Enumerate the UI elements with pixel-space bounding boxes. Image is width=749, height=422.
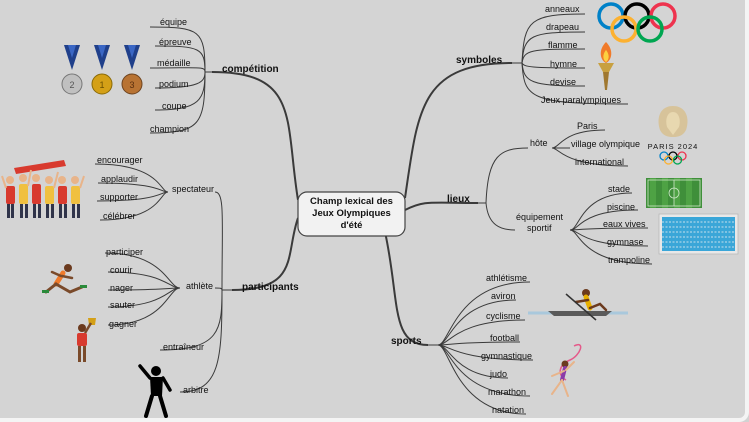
medals-icon: 2 1 3 xyxy=(61,45,143,95)
sports-item-marathon: marathon xyxy=(488,387,526,397)
svg-text:3: 3 xyxy=(129,80,134,90)
competition-item-medaille: médaille xyxy=(157,58,191,68)
competition-item-coupe: coupe xyxy=(162,101,187,111)
sports-item-cyclisme: cyclisme xyxy=(486,311,521,321)
swimming-pool-icon xyxy=(658,213,739,255)
participants-group: participants spectateur encourager appla… xyxy=(94,155,299,395)
sports-item-football: football xyxy=(490,333,519,343)
equipement-item-gymnase: gymnase xyxy=(607,237,644,247)
competition-item-champion: champion xyxy=(150,124,189,134)
runner-icon xyxy=(42,264,87,294)
symboles-item-devise: devise xyxy=(550,77,576,87)
hote-item-paris: Paris xyxy=(577,121,598,131)
paris-2024-text: PARIS 2024 xyxy=(648,142,699,151)
referee-icon xyxy=(138,364,172,418)
stadium-field-icon xyxy=(646,178,702,208)
svg-text:2: 2 xyxy=(69,80,74,90)
athlete-item-nager: nager xyxy=(110,283,133,293)
sports-item-athletisme: athlétisme xyxy=(486,273,527,283)
spectateur-item-encourager: encourager xyxy=(97,155,143,165)
symboles-item-drapeau: drapeau xyxy=(546,22,579,32)
central-topic: Champ lexical des Jeux Olympiques d'été xyxy=(297,191,406,237)
equipement-item-eaux-vives: eaux vives xyxy=(603,219,646,229)
symboles-item-anneaux: anneaux xyxy=(545,4,580,14)
competition-title: compétition xyxy=(222,64,279,75)
central-topic-line-1: Champ lexical des xyxy=(310,196,393,207)
symboles-title: symboles xyxy=(456,55,503,66)
athlete-item-participer: participer xyxy=(106,247,143,257)
equipement-item-piscine: piscine xyxy=(607,202,635,212)
lieux-title: lieux xyxy=(447,194,470,205)
rower-icon xyxy=(528,289,628,321)
spectateur-title: spectateur xyxy=(172,184,214,194)
symboles-item-jeux-paralympiques: Jeux paralympiques xyxy=(541,95,622,105)
winner-with-cup-icon xyxy=(77,318,96,362)
paris-2024-logo: PARIS 2024 xyxy=(648,106,699,165)
sports-item-aviron: aviron xyxy=(491,291,516,301)
sports-group: sports athlétisme aviron cyclisme footba… xyxy=(391,273,534,415)
athlete-item-gagner: gagner xyxy=(109,319,137,329)
spectateur-item-applaudir: applaudir xyxy=(101,174,138,184)
central-topic-line-2: Jeux Olympiques xyxy=(312,208,391,219)
central-topic-line-3: d'été xyxy=(341,220,363,231)
equipement-item-trampoline: trampoline xyxy=(608,255,650,265)
olympic-rings-icon xyxy=(597,2,677,43)
sports-item-judo: judo xyxy=(489,369,507,379)
arbitre-label: arbitre xyxy=(183,385,209,395)
sports-item-natation: natation xyxy=(492,405,524,415)
torch-icon xyxy=(598,42,614,90)
competition-item-equipe: équipe xyxy=(160,17,187,27)
branch-sports xyxy=(384,231,429,346)
sports-title: sports xyxy=(391,336,422,347)
lieux-group: lieux hôte Paris village olympique inter… xyxy=(447,121,653,265)
entraineur-label: entraîneur xyxy=(163,342,204,352)
equipement-item-stade: stade xyxy=(608,184,630,194)
equipement-title-line-1: équipement xyxy=(516,212,564,222)
spectateur-item-supporter: supporter xyxy=(100,192,138,202)
hote-item-village-olympique: village olympique xyxy=(571,139,640,149)
svg-text:1: 1 xyxy=(99,80,104,90)
branch-participants xyxy=(231,217,299,291)
competition-group: compétition équipe épreuve médaille podi… xyxy=(149,17,279,134)
hote-item-international: international xyxy=(575,157,624,167)
equipement-title-line-2: sportif xyxy=(527,223,552,233)
spectateur-item-celebrer: célébrer xyxy=(103,211,136,221)
branch-competition xyxy=(211,71,299,201)
sports-item-gymnastique: gymnastique xyxy=(481,351,532,361)
symboles-item-flamme: flamme xyxy=(548,40,578,50)
crowd-icon xyxy=(1,160,85,218)
branch-lieux xyxy=(404,201,479,211)
athlete-item-sauter: sauter xyxy=(110,300,135,310)
athlete-title: athlète xyxy=(186,281,213,291)
hote-title: hôte xyxy=(530,138,548,148)
symboles-group: symboles anneaux drapeau flamme hymne de… xyxy=(456,4,629,105)
gymnast-ribbon-icon xyxy=(551,343,582,397)
competition-item-podium: podium xyxy=(159,79,189,89)
competition-item-epreuve: épreuve xyxy=(159,37,192,47)
participants-title: participants xyxy=(242,282,299,293)
athlete-item-courir: courir xyxy=(110,265,133,275)
symboles-item-hymne: hymne xyxy=(550,59,577,69)
branch-symboles xyxy=(404,62,513,199)
